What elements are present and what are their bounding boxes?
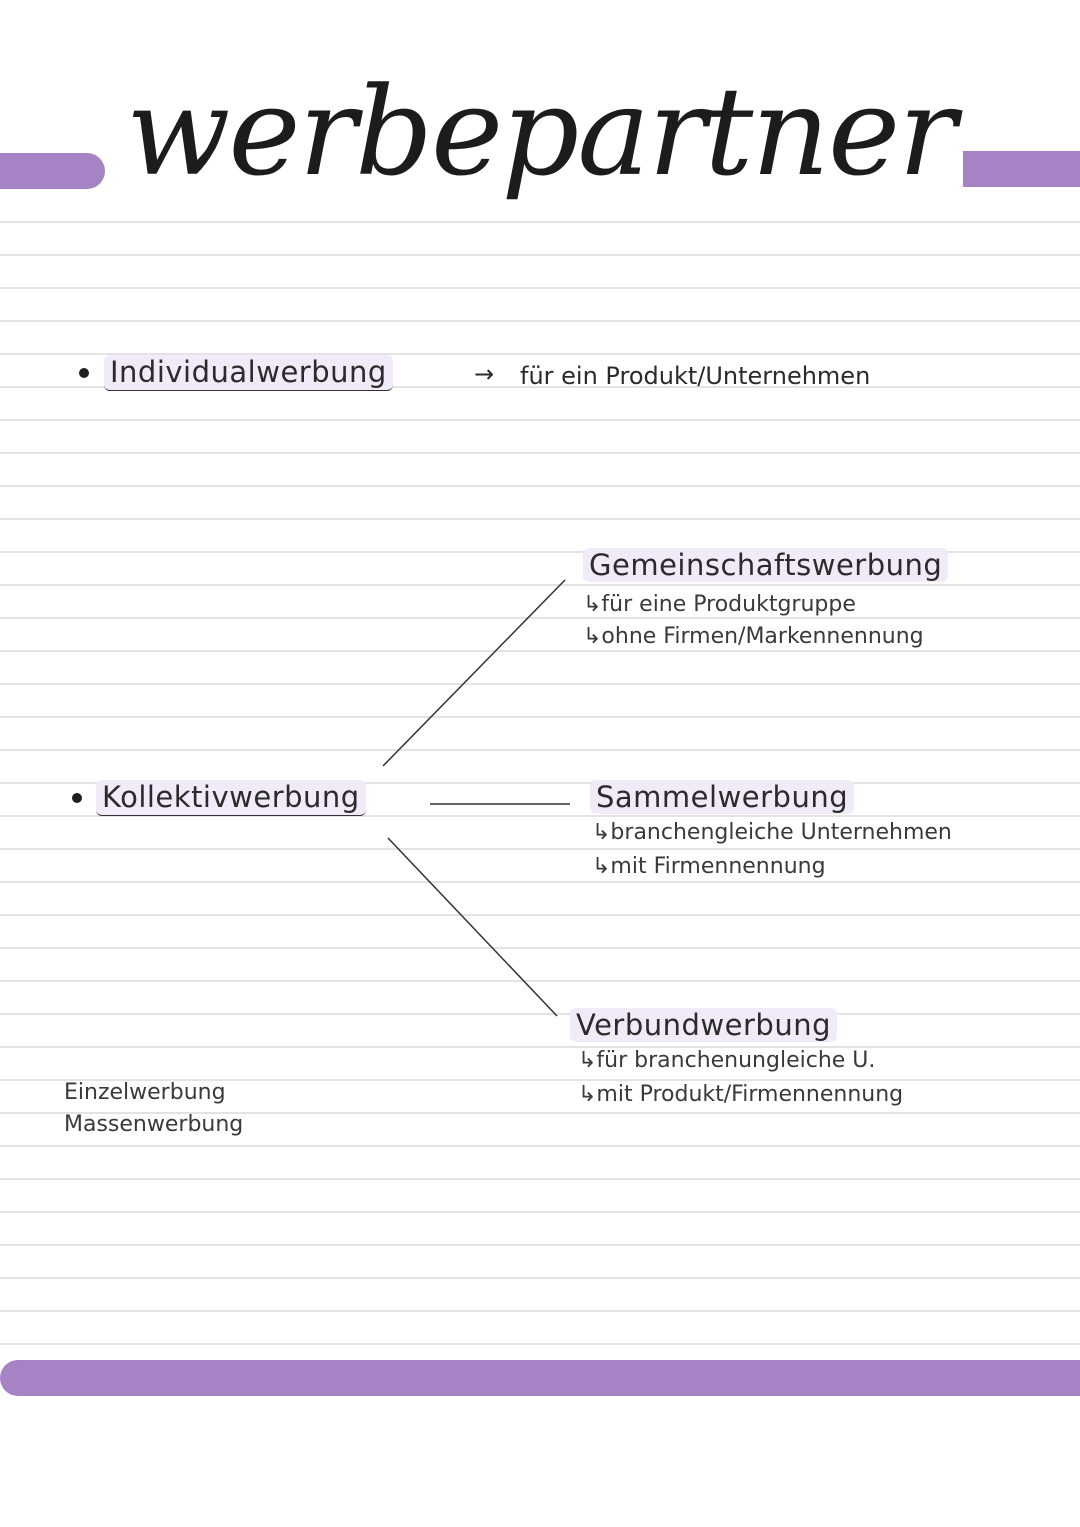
individual-heading: Individualwerbung bbox=[104, 355, 393, 391]
side-note-einzel: Einzelwerbung bbox=[64, 1080, 226, 1105]
branch-verbund-title: Verbundwerbung bbox=[570, 1008, 837, 1042]
branch-sammel-note-1: ↳branchengleiche Unternehmen bbox=[592, 820, 952, 845]
individual-description: für ein Produkt/Unternehmen bbox=[520, 362, 871, 390]
kollektiv-heading: Kollektivwerbung bbox=[96, 780, 366, 816]
branch-verbund: Verbundwerbung bbox=[570, 1008, 837, 1042]
individual-arrow: → bbox=[474, 360, 495, 388]
kollektiv-label: Kollektivwerbung bbox=[96, 780, 366, 816]
branch-gemeinschaft-note-2: ↳ohne Firmen/Markennennung bbox=[583, 624, 924, 649]
side-note-massen: Massenwerbung bbox=[64, 1112, 244, 1137]
branch-verbund-note-1: ↳für branchenungleiche U. bbox=[578, 1048, 876, 1073]
bullet-kollektiv bbox=[72, 793, 82, 803]
individual-label: Individualwerbung bbox=[104, 355, 393, 391]
branch-gemeinschaft-title: Gemeinschaftswerbung bbox=[583, 548, 949, 582]
branch-sammel: Sammelwerbung bbox=[590, 780, 855, 814]
branch-verbund-note-2: ↳mit Produkt/Firmennennung bbox=[578, 1082, 904, 1107]
footer-accent-bar bbox=[0, 1360, 1080, 1396]
page-title: werbepartner bbox=[118, 62, 963, 202]
header-accent-bar-left bbox=[0, 153, 105, 189]
branch-sammel-title: Sammelwerbung bbox=[590, 780, 855, 814]
branch-gemeinschaft: Gemeinschaftswerbung bbox=[583, 548, 949, 582]
branch-gemeinschaft-note-1: ↳für eine Produktgruppe bbox=[583, 592, 856, 617]
branch-sammel-note-2: ↳mit Firmennennung bbox=[592, 854, 826, 879]
bullet-individual bbox=[79, 368, 89, 378]
